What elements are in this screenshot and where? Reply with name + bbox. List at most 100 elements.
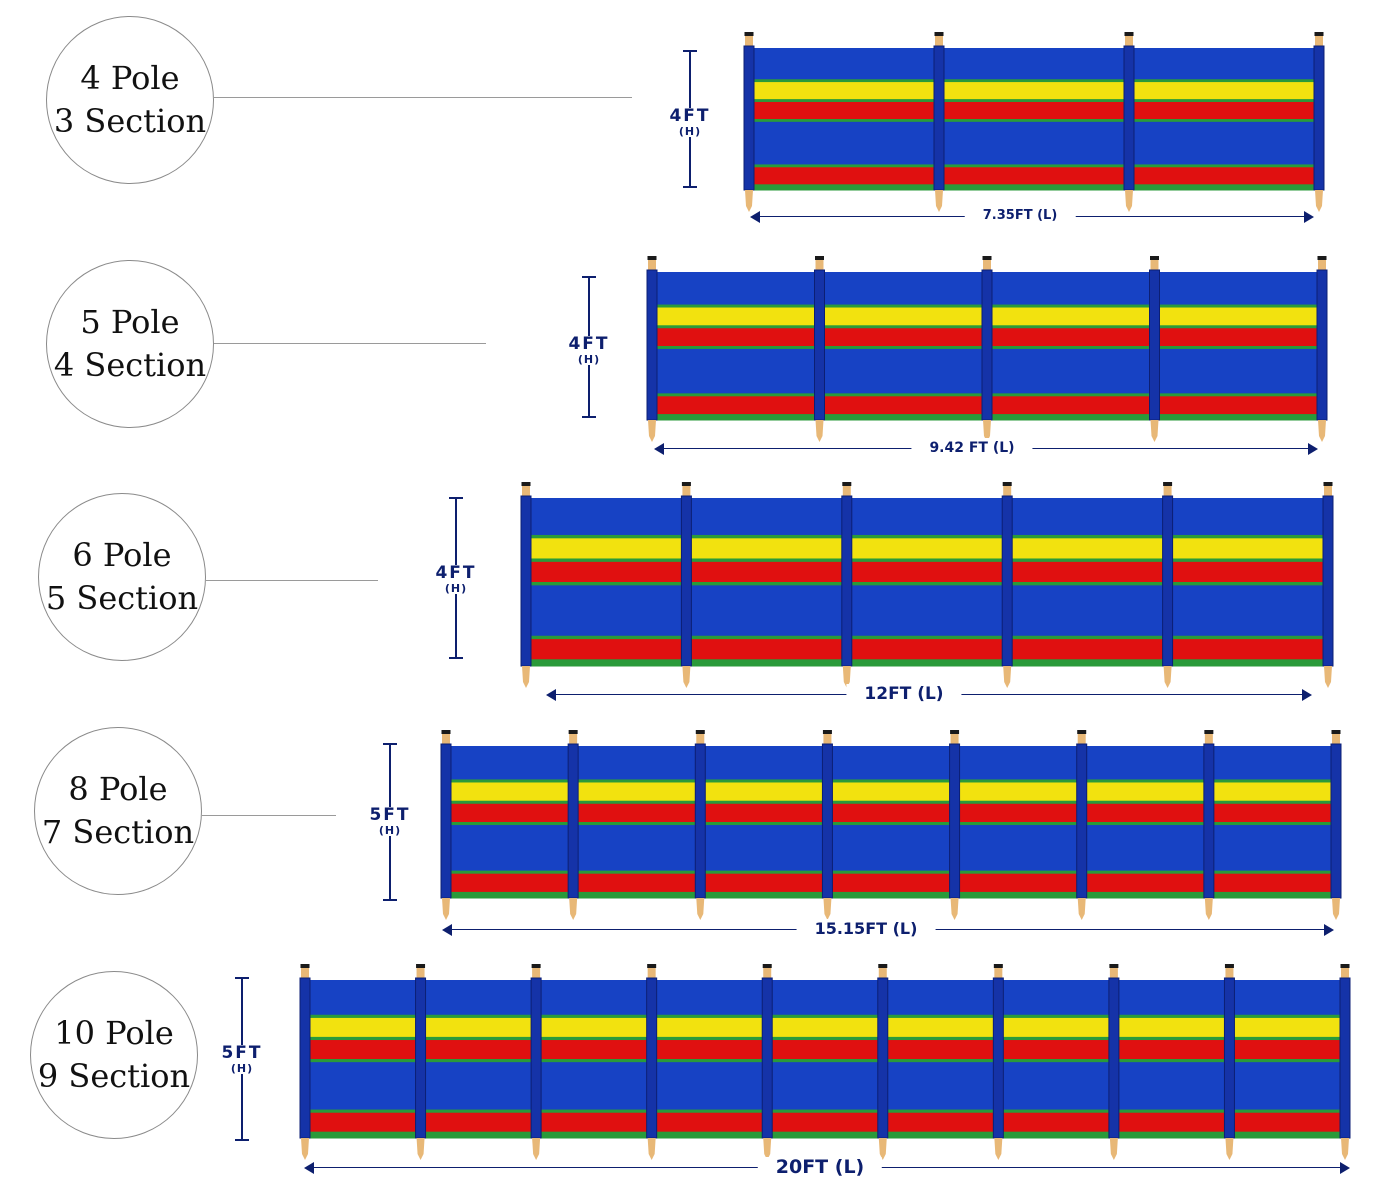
fabric-stripe-green: [446, 800, 1336, 805]
fabric-stripe-blue: [749, 48, 1319, 80]
pole-top: [745, 34, 753, 46]
fabric-stripe-green: [749, 184, 1319, 191]
height-unit: (H): [230, 1062, 254, 1075]
fabric-stripe-red: [446, 803, 1336, 823]
height-label: 4FT: [669, 106, 711, 126]
height-label: 4FT: [435, 563, 477, 583]
pole-sleeve: [646, 977, 658, 1139]
windbreak-screen: [646, 256, 1328, 442]
pole: [530, 964, 542, 1160]
pole-sleeve: [1203, 743, 1215, 899]
pole-cap: [1340, 964, 1350, 968]
size-badge: 6 Pole 5 Section: [38, 493, 206, 661]
pole-sleeve: [841, 495, 853, 667]
fabric-stripe-yellow: [526, 538, 1328, 559]
pole-cap: [822, 730, 832, 734]
pole-top: [647, 966, 656, 978]
size-badge: 5 Pole 4 Section: [46, 260, 214, 428]
height-unit: (H): [444, 582, 468, 595]
poles-label: 10 Pole: [54, 1014, 174, 1052]
poles-label: 8 Pole: [68, 770, 168, 808]
pole-top: [763, 966, 772, 978]
fabric-stripe-blue: [526, 498, 1328, 536]
pole-top: [1077, 732, 1086, 744]
poles-label: 4 Pole: [80, 59, 180, 97]
pole: [646, 964, 658, 1160]
pole-top: [878, 966, 887, 978]
fabric-panel: [305, 980, 1345, 1139]
fabric-stripe-green: [652, 325, 1322, 329]
pole-cap: [568, 730, 578, 734]
pole: [680, 482, 692, 688]
pole-cap: [1163, 482, 1173, 486]
pole-top: [1225, 966, 1234, 978]
fabric-stripe-blue: [305, 980, 1345, 1016]
pole-sleeve: [646, 269, 658, 421]
fabric-stripe-yellow: [749, 82, 1319, 100]
pole-sleeve: [1001, 495, 1013, 667]
sections-label: 5 Section: [45, 579, 199, 617]
pole-sleeve: [299, 977, 311, 1139]
height-dimension: 5FT(H): [212, 977, 272, 1143]
pole-sleeve: [1339, 977, 1351, 1139]
pole-top: [442, 732, 450, 744]
pole-top: [1315, 34, 1323, 46]
length-label: 15.15FT (L): [796, 919, 936, 939]
pole-stake: [994, 1138, 1003, 1160]
fabric-stripe-green: [526, 534, 1328, 539]
pole-top: [1163, 484, 1172, 496]
pole: [299, 964, 311, 1160]
pole-stake: [1109, 1138, 1118, 1160]
pole-top: [994, 966, 1003, 978]
fabric-stripe-green: [652, 346, 1322, 350]
pole-stake: [1003, 666, 1012, 688]
pole: [1123, 32, 1135, 212]
pole: [1223, 964, 1235, 1160]
fabric-stripe-green: [446, 822, 1336, 826]
pole-stake: [1150, 420, 1159, 442]
length-label: 12FT (L): [846, 684, 962, 704]
pole: [981, 256, 993, 442]
fabric-stripe-green: [526, 635, 1328, 640]
pole: [520, 482, 532, 688]
pole-cap: [950, 730, 960, 734]
connector-line: [206, 580, 378, 581]
height-dimension: 4FT(H): [559, 276, 619, 420]
sections-label: 9 Section: [37, 1057, 191, 1095]
pole: [1108, 964, 1120, 1160]
length-label: 9.42 FT (L): [911, 438, 1033, 458]
fabric-panel: [749, 48, 1319, 191]
pole: [933, 32, 945, 212]
fabric-stripe-blue: [526, 585, 1328, 637]
pole-cap: [878, 964, 888, 968]
fabric-stripe-green: [652, 304, 1322, 309]
pole-stake: [1225, 1138, 1234, 1160]
height-label: 4FT: [568, 334, 610, 354]
pole-sleeve: [1162, 495, 1174, 667]
pole-cap: [647, 256, 657, 260]
pole: [743, 32, 755, 212]
fabric-stripe-red: [305, 1112, 1345, 1133]
height-label: 5FT: [221, 1043, 263, 1063]
pole: [841, 482, 853, 688]
pole-top: [682, 484, 691, 496]
pole-sleeve: [440, 743, 452, 899]
pole-cap: [815, 256, 824, 260]
fabric-stripe-red: [305, 1040, 1345, 1060]
fabric-stripe-yellow: [652, 307, 1322, 326]
fabric-stripe-red: [526, 639, 1328, 660]
height-unit: (H): [378, 824, 402, 837]
length-dimension: 9.42 FT (L): [654, 438, 1318, 458]
sections-label: 3 Section: [53, 102, 207, 140]
pole-cap: [1109, 964, 1119, 968]
pole-sleeve: [1108, 977, 1120, 1139]
pole-sleeve: [1313, 45, 1325, 191]
fabric-stripe-blue: [305, 1062, 1345, 1111]
pole: [761, 964, 773, 1160]
fabric-stripe-green: [446, 891, 1336, 899]
fabric-stripe-yellow: [446, 782, 1336, 802]
pole-sleeve: [520, 495, 532, 667]
pole: [1162, 482, 1174, 688]
